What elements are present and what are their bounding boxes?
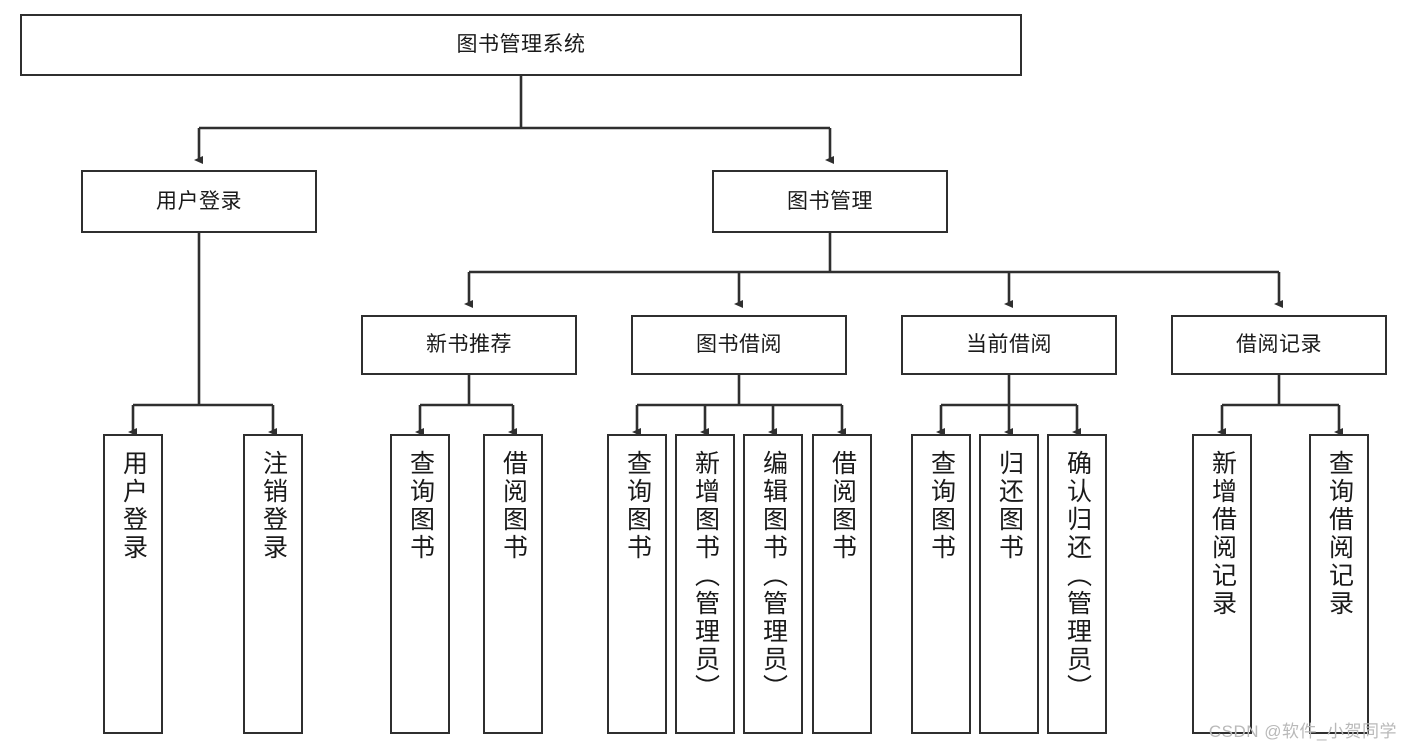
node-label: 图书管理系统 <box>456 33 586 57</box>
node-new-book-recommend[interactable]: 新书推荐 <box>361 315 577 375</box>
node-label: 借阅图书 <box>499 450 528 562</box>
node-label: 用户登录 <box>156 189 242 213</box>
node-label: 查询图书 <box>406 450 435 562</box>
leaf-current-confirm-return-admin[interactable]: 确认归还（管理员） <box>1047 434 1107 734</box>
node-label: 新增借阅记录 <box>1208 450 1237 618</box>
leaf-borrow-edit-book-admin[interactable]: 编辑图书（管理员） <box>743 434 803 734</box>
leaf-current-return-book[interactable]: 归还图书 <box>979 434 1039 734</box>
leaf-record-add-record[interactable]: 新增借阅记录 <box>1192 434 1252 734</box>
node-label: 借阅记录 <box>1236 333 1322 357</box>
node-label: 注销登录 <box>259 450 288 562</box>
node-book-management[interactable]: 图书管理 <box>712 170 948 233</box>
leaf-user-login-signout[interactable]: 注销登录 <box>243 434 303 734</box>
node-label: 查询借阅记录 <box>1325 450 1354 618</box>
node-user-login[interactable]: 用户登录 <box>81 170 317 233</box>
node-label: 新书推荐 <box>426 333 512 357</box>
node-label: 查询图书 <box>927 450 956 562</box>
node-label: 借阅图书 <box>828 450 857 562</box>
node-label: 图书管理 <box>787 189 873 213</box>
leaf-borrow-query-book[interactable]: 查询图书 <box>607 434 667 734</box>
node-borrow-record[interactable]: 借阅记录 <box>1171 315 1387 375</box>
leaf-new-book-borrow[interactable]: 借阅图书 <box>483 434 543 734</box>
leaf-record-query-record[interactable]: 查询借阅记录 <box>1309 434 1369 734</box>
node-label: 图书借阅 <box>696 333 782 357</box>
node-label: 确认归还（管理员） <box>1063 450 1092 702</box>
leaf-borrow-add-book-admin[interactable]: 新增图书（管理员） <box>675 434 735 734</box>
node-label: 当前借阅 <box>966 333 1052 357</box>
node-book-borrow[interactable]: 图书借阅 <box>631 315 847 375</box>
csdn-watermark: CSDN @软件_小贺同学 <box>1208 722 1397 741</box>
node-label: 编辑图书（管理员） <box>759 450 788 702</box>
node-label: 归还图书 <box>995 450 1024 562</box>
node-label: 查询图书 <box>623 450 652 562</box>
leaf-borrow-borrow-book[interactable]: 借阅图书 <box>812 434 872 734</box>
node-label: 用户登录 <box>119 450 148 562</box>
node-label: 新增图书（管理员） <box>691 450 720 702</box>
node-root-system[interactable]: 图书管理系统 <box>20 14 1022 76</box>
leaf-current-query-book[interactable]: 查询图书 <box>911 434 971 734</box>
node-current-borrow[interactable]: 当前借阅 <box>901 315 1117 375</box>
leaf-new-book-query[interactable]: 查询图书 <box>390 434 450 734</box>
leaf-user-login-signin[interactable]: 用户登录 <box>103 434 163 734</box>
